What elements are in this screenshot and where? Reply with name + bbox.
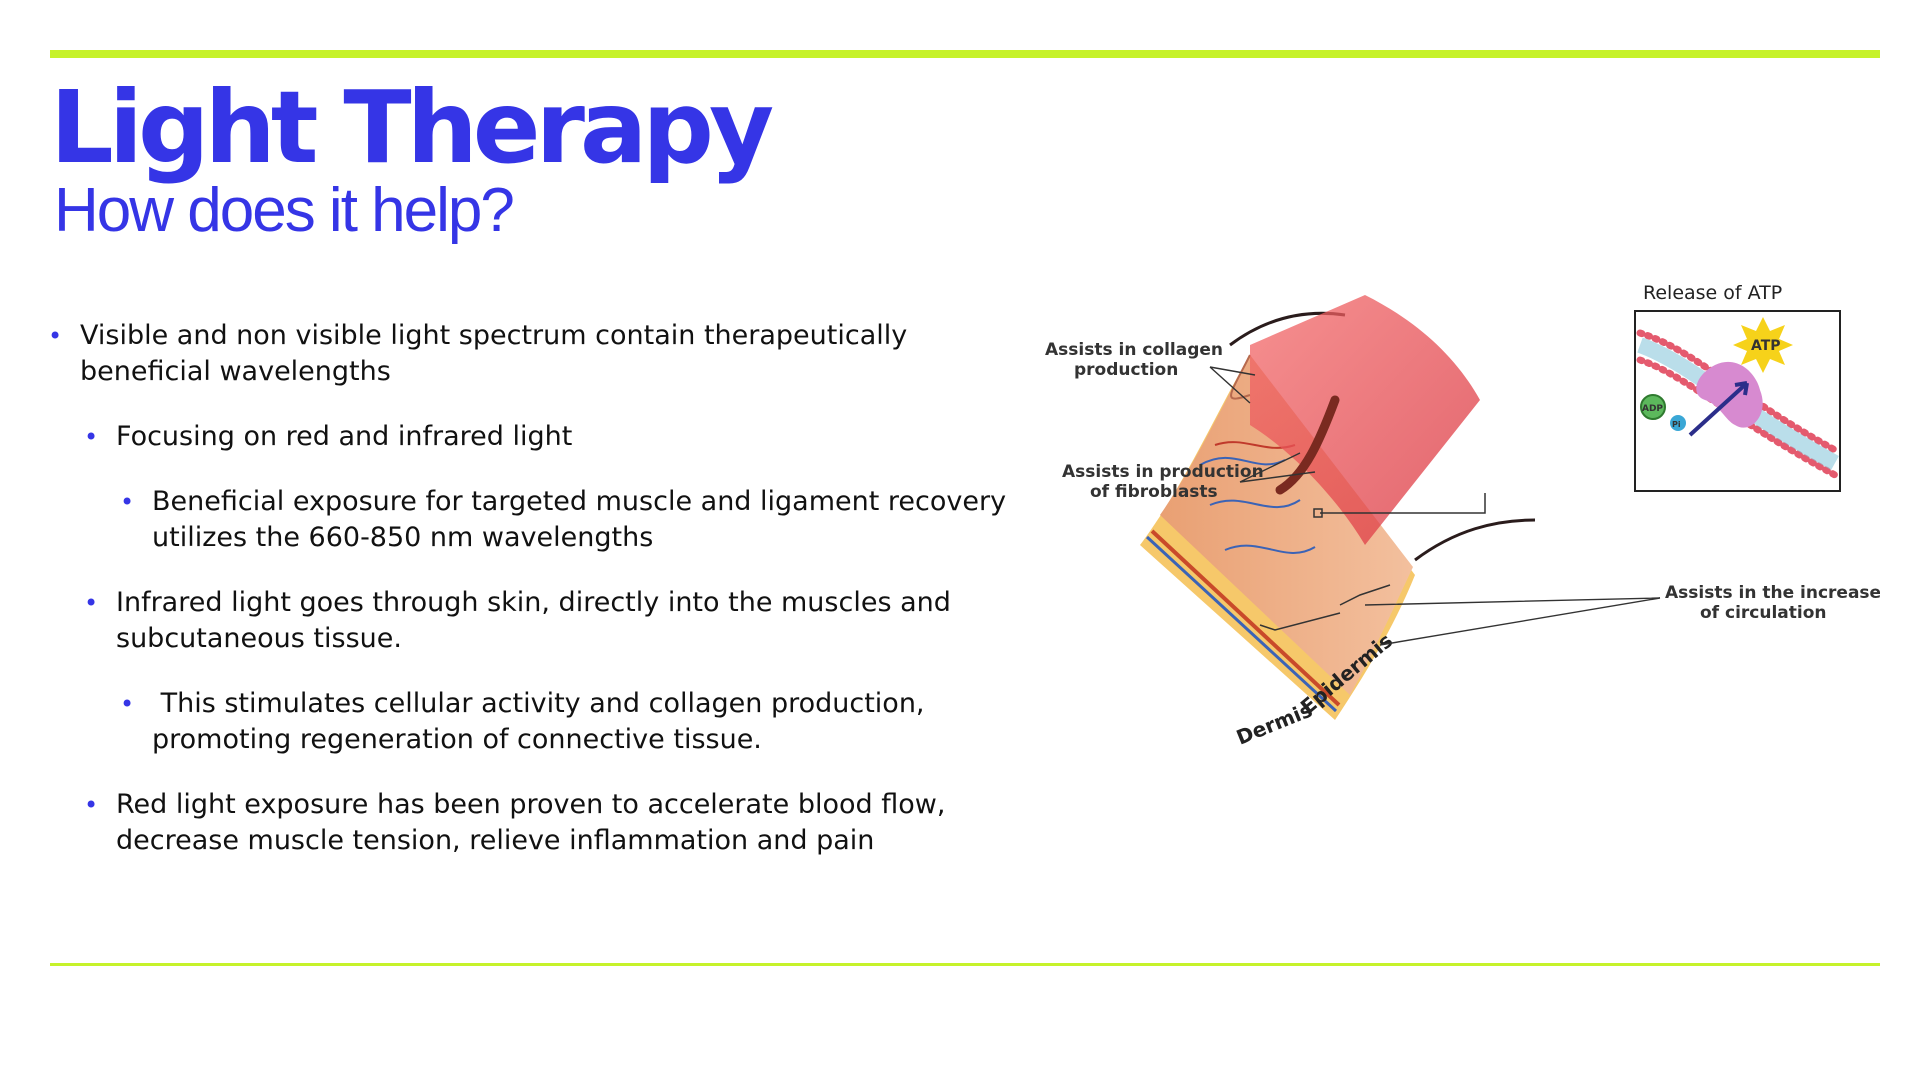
bullet-dot-icon: •	[84, 589, 99, 617]
circulation-leader-line	[1364, 597, 1661, 646]
bottom-accent-rule	[50, 963, 1880, 966]
skin-light-therapy-diagram: Dermis Epidermis Assists in collagen pro…	[1045, 282, 1880, 750]
fibroblasts-callout-line1: Assists in production	[1062, 462, 1264, 482]
bullet-text: Beneficial exposure for targeted muscle …	[152, 486, 1007, 553]
hair-follicle-icon	[1275, 395, 1340, 495]
bullet-item: • Red light exposure has been proven to a…	[48, 787, 1038, 859]
bullet-dot-icon: •	[120, 690, 135, 718]
bullet-item: • Focusing on red and infrared light	[48, 419, 1038, 455]
bullet-list: • Visible and non visible light spectrum …	[48, 318, 1038, 859]
atp-synthase-protein	[1696, 361, 1763, 428]
bullet-item: • Beneficial exposure for targeted muscle…	[48, 484, 1038, 556]
collagen-callout-line1: Assists in collagen	[1045, 340, 1223, 360]
inset-source-marker	[1313, 508, 1323, 518]
bullet-dot-icon: •	[48, 322, 63, 350]
collagen-callout-line2: production	[1074, 360, 1178, 380]
bullet-text: Visible and non visible light spectrum c…	[80, 320, 908, 387]
fibroblasts-leader-line	[1239, 452, 1316, 483]
bullet-item: • This stimulates cellular activity and …	[48, 686, 1038, 758]
fibroblasts-callout-line2: of fibroblasts	[1090, 482, 1218, 502]
circulation-callout-line2: of circulation	[1700, 603, 1827, 623]
bullet-text: This stimulates cellular activity and co…	[152, 688, 934, 755]
bullet-item: • Infrared light goes through skin, direc…	[48, 585, 1038, 657]
epidermis-bracket	[1339, 584, 1391, 606]
inset-connector-line	[1320, 493, 1486, 514]
phosphate-molecule-icon	[1670, 415, 1686, 431]
slide-subtitle: How does it help?	[54, 176, 515, 245]
pi-label: Pi	[1672, 420, 1681, 429]
collagen-leader-line	[1209, 366, 1256, 404]
adp-molecule-icon	[1640, 394, 1666, 420]
atp-burst-icon	[1733, 317, 1793, 373]
bullet-dot-icon: •	[120, 488, 135, 516]
bullet-text: Red light exposure has been proven to ac…	[116, 789, 946, 856]
dermis-bracket	[1259, 612, 1341, 631]
hair-strand-icon	[1414, 518, 1536, 562]
bullet-dot-icon: •	[84, 423, 99, 451]
adp-label: ADP	[1642, 404, 1663, 414]
atp-label: ATP	[1751, 338, 1781, 354]
bullet-item: • Visible and non visible light spectrum …	[48, 318, 1038, 390]
arrow-icon	[1688, 381, 1749, 437]
circulation-callout-line1: Assists in the increase	[1665, 583, 1880, 603]
bullet-text: Infrared light goes through skin, direct…	[116, 587, 951, 654]
slide-title: Light Therapy	[50, 69, 774, 186]
skin-cross-section	[1140, 354, 1415, 720]
red-light-beam	[1250, 295, 1480, 545]
atp-inset-title: Release of ATP	[1643, 282, 1782, 304]
bullet-dot-icon: •	[84, 791, 99, 819]
top-accent-rule	[50, 50, 1880, 58]
bullet-text: Focusing on red and infrared light	[116, 421, 573, 452]
atp-inset: ATP ADP Pi	[1634, 310, 1841, 492]
